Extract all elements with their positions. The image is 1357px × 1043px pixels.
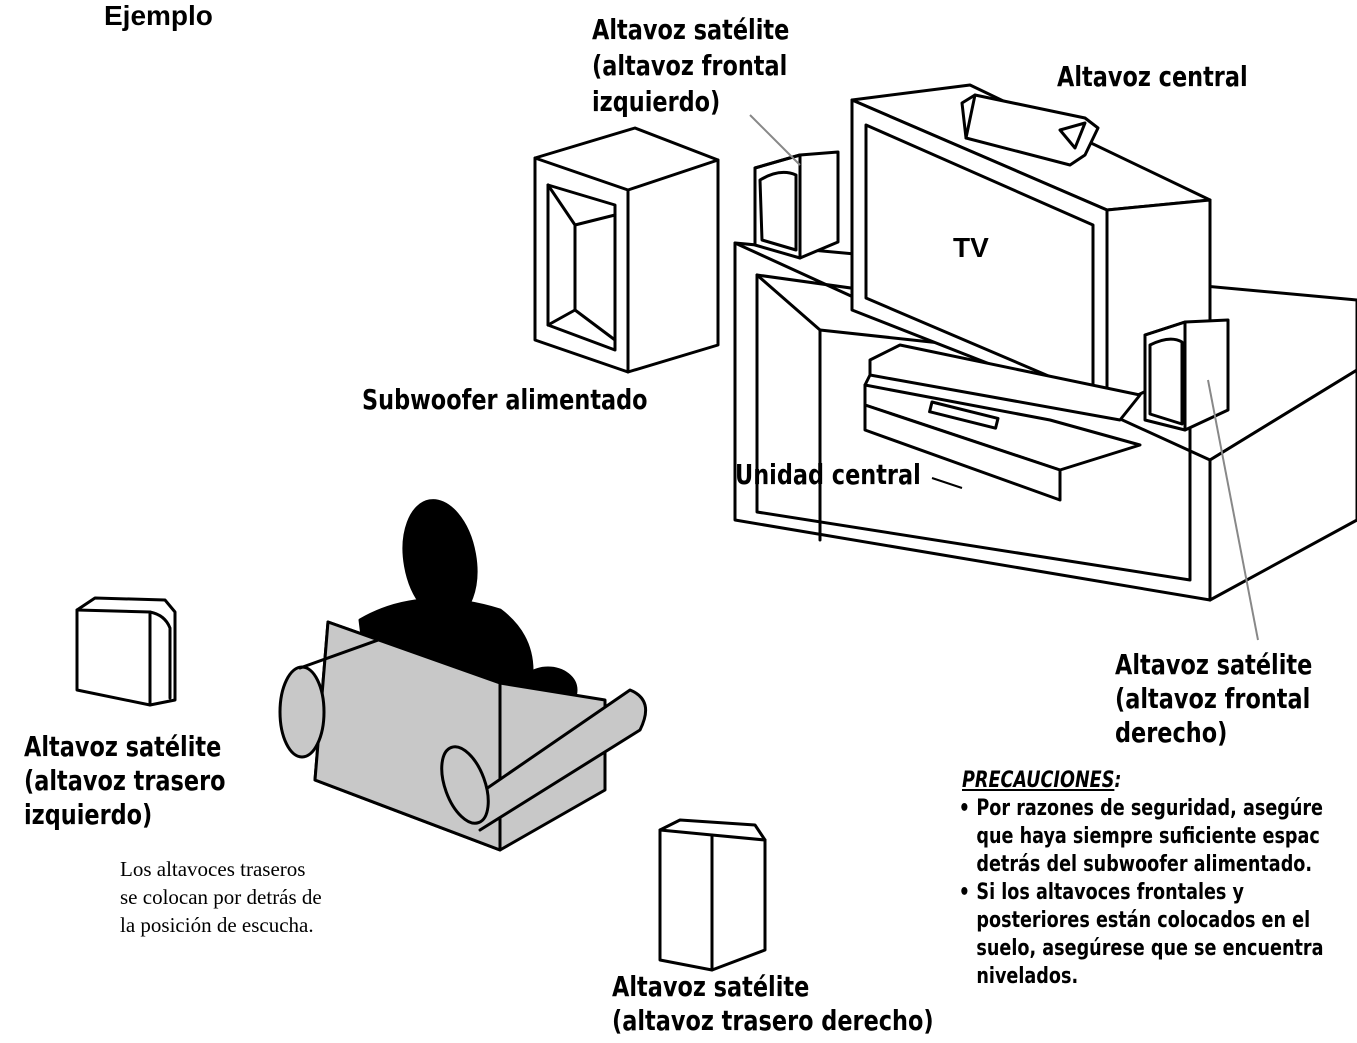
center-speaker bbox=[960, 93, 1100, 167]
label-front-right-speaker: Altavoz satélite (altavoz frontal derech… bbox=[1115, 648, 1313, 749]
subwoofer bbox=[533, 126, 720, 374]
label-rear-left-speaker: Altavoz satélite (altavoz trasero izquie… bbox=[24, 730, 226, 831]
label-tv: TV bbox=[953, 232, 989, 263]
label-rear-right-speaker: Altavoz satélite (altavoz trasero derech… bbox=[612, 970, 934, 1037]
label-center-speaker: Altavoz central bbox=[1057, 60, 1248, 93]
label-front-left-speaker: Altavoz satélite (altavoz frontal izquie… bbox=[592, 13, 790, 118]
front-right-speaker bbox=[1143, 318, 1230, 432]
rear-right-speaker bbox=[658, 818, 767, 972]
leader-lines bbox=[749, 114, 1259, 641]
main-unit bbox=[863, 343, 1142, 502]
rear-left-speaker bbox=[75, 596, 177, 707]
precaution-item: Por razones de seguridad, asegúre que ha… bbox=[957, 795, 1323, 879]
example-heading: Ejemplo bbox=[104, 0, 213, 31]
label-main-unit: Unidad central bbox=[735, 458, 921, 491]
precautions-block: PRECAUCIONES: Por razones de seguridad, … bbox=[959, 767, 1324, 991]
precaution-item: Si los altavoces frontales y posteriores… bbox=[957, 879, 1324, 991]
rear-speaker-note: Los altavoces traseros se colocan por de… bbox=[120, 857, 322, 937]
precautions-title: PRECAUCIONES: bbox=[962, 768, 1122, 793]
precautions-list: Por razones de seguridad, asegúre que ha… bbox=[957, 795, 1324, 991]
front-left-speaker bbox=[753, 150, 840, 260]
armchair-with-listener bbox=[278, 499, 648, 852]
label-subwoofer: Subwoofer alimentado bbox=[362, 383, 648, 416]
